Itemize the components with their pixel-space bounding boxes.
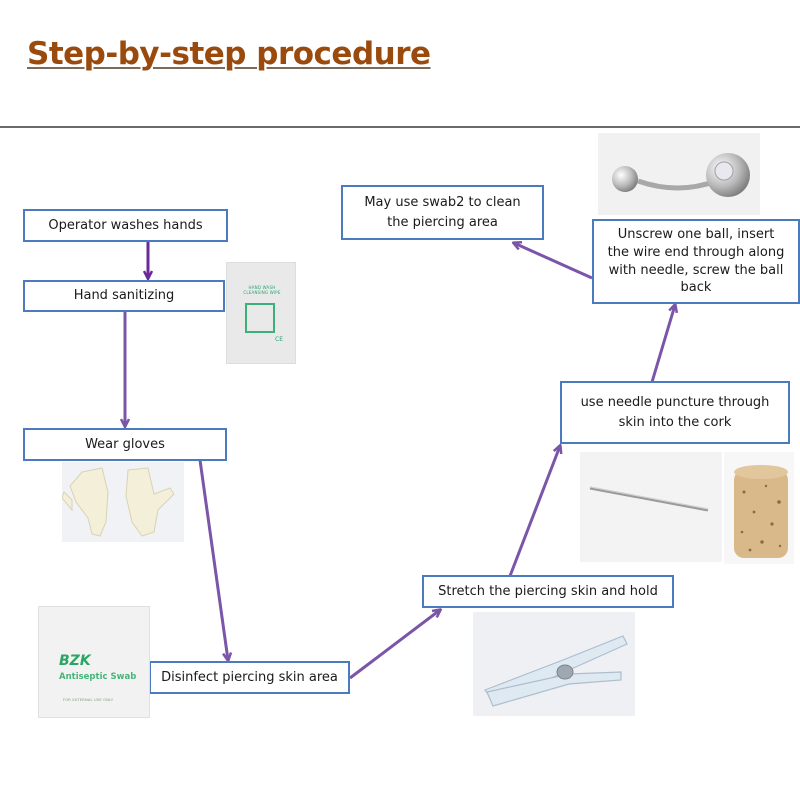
wipe-label-line: HAND WASH <box>248 285 276 290</box>
page-title: Step-by-step procedure <box>27 36 431 72</box>
arrow-gloves-to-disinfect <box>198 459 228 660</box>
swab-fine-print: FOR EXTERNAL USE ONLY <box>63 698 114 702</box>
wipe-label-line: CLEANSING WIPE <box>243 290 281 295</box>
step-hand-sanitizing: Hand sanitizing <box>23 280 225 312</box>
hand-wash-pictogram-icon <box>245 303 275 333</box>
step-wear-gloves: Wear gloves <box>23 428 227 461</box>
step-label: Stretch the piercing skin and hold <box>438 583 658 599</box>
step-label-line: back <box>680 280 712 296</box>
arrow-disinfect-to-stretch <box>349 610 440 680</box>
gloves-image <box>61 462 184 542</box>
step-disinfect-skin: Disinfect piercing skin area <box>149 661 350 694</box>
step-label-line: skin into the cork <box>618 414 732 430</box>
step-label-line: the wire end through along <box>607 244 785 260</box>
step-insert-jewelry: Unscrew one ball, insert the wire end th… <box>592 219 800 304</box>
piercing-clamp-image <box>473 612 635 716</box>
arrow-stretch-to-puncture <box>508 446 560 577</box>
arrow-insert-to-clean <box>514 243 593 280</box>
swab-name: Antiseptic Swab <box>59 672 137 682</box>
step-needle-puncture: use needle puncture through skin into th… <box>560 381 790 444</box>
piercing-needle-image <box>580 452 722 562</box>
step-label: Hand sanitizing <box>73 288 175 304</box>
step-operator-washes-hands: Operator washes hands <box>23 209 228 242</box>
step-label-line: the piercing area <box>387 214 498 230</box>
belly-barbell-image <box>598 133 760 215</box>
step-label: Disinfect piercing skin area <box>161 669 338 685</box>
step-label-line: Unscrew one ball, insert <box>617 227 775 243</box>
step-clean-area: May use swab2 to clean the piercing area <box>341 185 544 240</box>
ce-mark: CE <box>275 336 283 343</box>
hand-wipe-packet-image: HAND WASH CLEANSING WIPE CE <box>226 262 296 364</box>
step-stretch-skin: Stretch the piercing skin and hold <box>422 575 674 608</box>
step-label: Wear gloves <box>85 436 165 452</box>
header-divider <box>0 126 800 128</box>
cork-image <box>724 452 794 564</box>
step-label: Operator washes hands <box>48 217 203 233</box>
step-label-line: May use swab2 to clean <box>364 195 521 210</box>
step-label-line: with needle, screw the ball <box>608 262 784 278</box>
arrow-puncture-to-insert <box>650 305 675 383</box>
swab-brand: BZK <box>59 653 91 669</box>
bzk-swab-packet-image: BZK Antiseptic Swab FOR EXTERNAL USE ONL… <box>38 606 150 718</box>
step-label-line: use needle puncture through <box>580 395 770 410</box>
